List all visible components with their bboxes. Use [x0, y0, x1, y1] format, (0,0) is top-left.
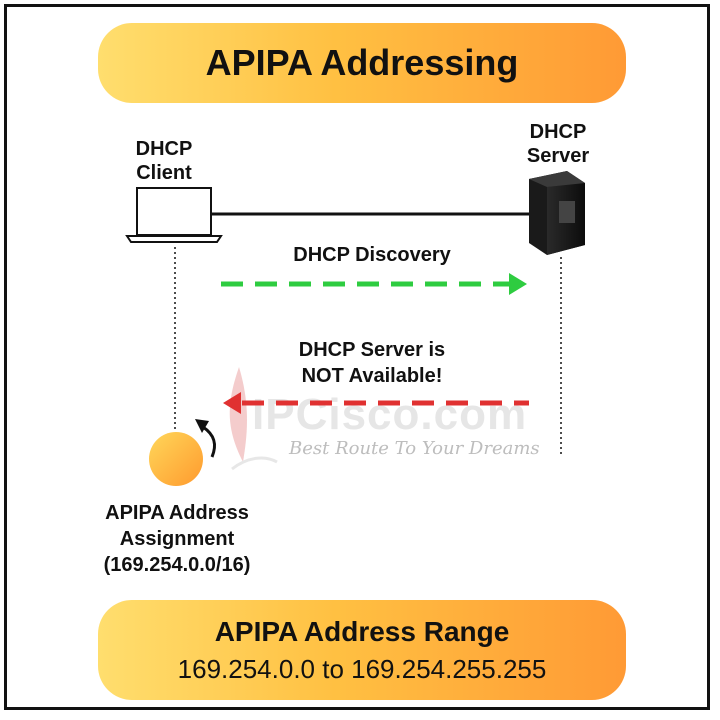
watermark-logo-icon: [229, 367, 278, 471]
server-label: DHCP Server: [526, 121, 590, 167]
range-banner: APIPA Address Range 169.254.0.0 to 169.2…: [98, 600, 626, 700]
diagram-graphics: [125, 171, 585, 486]
watermark-slogan: Best Route To Your Dreams: [289, 438, 540, 459]
range-value: 169.254.0.0 to 169.254.255.255: [177, 654, 547, 684]
client-label: DHCP Client: [135, 138, 193, 184]
laptop-icon: [125, 187, 223, 243]
assignment-label: APIPA Address Assignment (169.254.0.0/16…: [103, 502, 251, 576]
unavailable-arrow: [223, 392, 529, 414]
curved-arrow-icon: [195, 419, 217, 458]
apipa-node: [149, 432, 203, 486]
discovery-label: DHCP Discovery: [293, 244, 451, 266]
server-icon: [529, 171, 585, 255]
title-banner: APIPA Addressing: [98, 23, 626, 103]
page-title: APIPA Addressing: [205, 42, 519, 83]
diagram-frame: APIPA Addressing IPCisco.com Best Route …: [4, 4, 710, 710]
watermark-brand: IPCisco.com: [252, 390, 528, 439]
range-title: APIPA Address Range: [214, 616, 510, 647]
discovery-arrow: [221, 273, 527, 295]
unavailable-label: DHCP Server is NOT Available!: [298, 339, 446, 387]
